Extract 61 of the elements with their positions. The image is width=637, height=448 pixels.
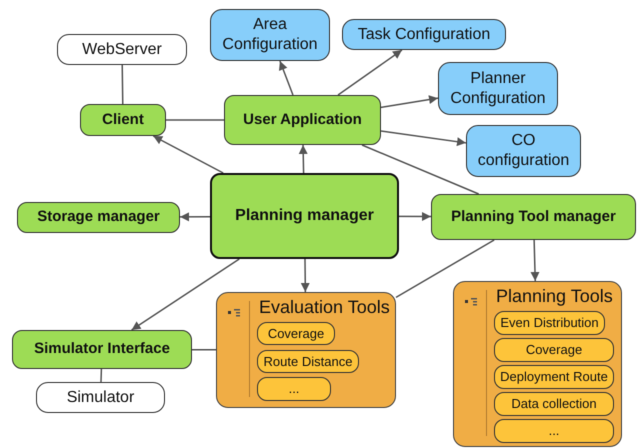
group-title: Evaluation Tools [259, 296, 390, 318]
core-box [210, 173, 399, 259]
node-label: User Application [242, 110, 363, 130]
group-title: Planning Tools [496, 285, 613, 307]
node-label: Area Configuration [221, 15, 319, 55]
module-box [224, 95, 381, 145]
node-label: Task Configuration [356, 24, 492, 44]
connector-line [121, 64, 124, 104]
tool-item [257, 322, 335, 345]
node-label: Simulator Interface [33, 339, 171, 360]
module-box [17, 202, 180, 233]
tool-item [494, 365, 614, 389]
tool-item [494, 338, 614, 362]
node-label: Route Distance [262, 352, 354, 371]
node-label: Simulator [66, 388, 136, 408]
config-box [342, 19, 506, 50]
tool-item [257, 350, 359, 373]
node-label: Data collection [510, 395, 598, 414]
tool-item [257, 377, 331, 401]
connector-line [396, 239, 495, 298]
connector-line [192, 348, 216, 351]
config-box [466, 125, 581, 177]
tool-item [494, 392, 614, 416]
tool-item [494, 311, 605, 335]
tool-item [494, 419, 614, 443]
module-box [80, 104, 166, 136]
arrow [278, 60, 294, 96]
arrow [380, 130, 466, 146]
arrow [399, 212, 431, 222]
connector-line [362, 144, 480, 195]
arrow [180, 212, 210, 222]
node-label: CO configuration [476, 131, 570, 171]
group-container [453, 281, 622, 447]
module-box [431, 194, 636, 240]
node-label: Coverage [266, 324, 326, 343]
group-container [216, 292, 396, 408]
node-label: WebServer [81, 40, 163, 60]
node-label: ... [548, 422, 560, 440]
external-box [36, 382, 165, 413]
arrow [300, 259, 310, 292]
connector-line [100, 368, 102, 382]
node-label: Coverage [524, 341, 584, 360]
module-box [12, 330, 192, 369]
node-label: Storage manager [36, 207, 161, 228]
arrow [380, 95, 438, 108]
config-box [210, 9, 330, 61]
node-label: Client [101, 110, 145, 130]
arrow [298, 144, 308, 174]
arrow [338, 49, 402, 96]
node-label: Deployment Route [499, 368, 609, 386]
node-label: Even Distribution [499, 314, 600, 332]
config-box [438, 62, 558, 115]
arrow [530, 240, 540, 282]
node-label: Planning manager [234, 206, 375, 226]
node-label: ... [288, 380, 300, 398]
node-label: Planner Configuration [449, 68, 547, 108]
node-label: Planning Tool manager [450, 206, 617, 227]
arrow [131, 258, 240, 331]
external-box [57, 34, 187, 65]
connector-line [166, 119, 224, 121]
arrow [152, 135, 224, 174]
